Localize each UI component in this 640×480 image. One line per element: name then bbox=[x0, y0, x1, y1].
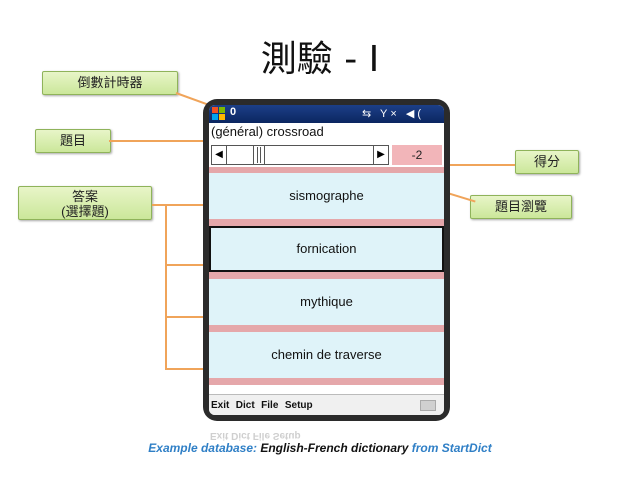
arrow-answer-trunk bbox=[165, 204, 167, 368]
separator bbox=[209, 325, 444, 332]
status-icons: ⇆ Y× ◀( bbox=[361, 108, 424, 120]
question-scrollbar[interactable]: ◀ ▶ bbox=[211, 145, 389, 165]
menu-reflection: Exit Dict File Setup bbox=[210, 430, 301, 441]
callout-answers: 答案 (選擇題) bbox=[18, 186, 152, 220]
menu-exit[interactable]: Exit bbox=[211, 400, 230, 411]
device-frame: 0 ⇆ Y× ◀( (général) crossroad ◀ ▶ -2 sis… bbox=[203, 99, 450, 421]
callout-timer: 倒數計時器 bbox=[42, 71, 178, 95]
menu-setup[interactable]: Setup bbox=[284, 400, 313, 411]
callout-score: 得分 bbox=[515, 150, 579, 174]
question-text: (général) crossroad bbox=[209, 123, 444, 141]
scroll-thumb[interactable] bbox=[253, 146, 265, 164]
callout-answers-line2: (選擇題) bbox=[61, 204, 109, 219]
menu-file[interactable]: File bbox=[261, 400, 279, 411]
answer-option-2[interactable]: fornication bbox=[209, 226, 444, 272]
slide-title: 測驗 - I bbox=[260, 39, 380, 80]
menu-dict[interactable]: Dict bbox=[235, 400, 255, 411]
question-navigation: ◀ ▶ -2 bbox=[209, 141, 444, 167]
device-screen: 0 ⇆ Y× ◀( (général) crossroad ◀ ▶ -2 sis… bbox=[209, 105, 444, 415]
arrow-answer-2 bbox=[165, 264, 210, 266]
caption-prefix: Example database: bbox=[148, 441, 261, 455]
countdown-timer: 0 bbox=[230, 106, 237, 118]
separator bbox=[209, 378, 444, 385]
scroll-right-arrow-icon[interactable]: ▶ bbox=[373, 146, 388, 164]
arrow-question bbox=[109, 140, 211, 142]
arrow-answer-4 bbox=[165, 368, 210, 370]
caption-main: English-French dictionary bbox=[260, 441, 409, 455]
separator bbox=[209, 167, 444, 174]
answer-option-1[interactable]: sismographe bbox=[209, 173, 444, 219]
answer-option-4[interactable]: chemin de traverse bbox=[209, 332, 444, 378]
callout-question: 題目 bbox=[35, 129, 111, 153]
keyboard-icon[interactable] bbox=[420, 400, 436, 411]
score-display: -2 bbox=[392, 145, 442, 165]
arrow-answer-3 bbox=[165, 316, 210, 318]
caption-suffix: from StartDict bbox=[408, 441, 492, 455]
separator bbox=[209, 219, 444, 226]
scroll-left-arrow-icon[interactable]: ◀ bbox=[212, 146, 227, 164]
callout-browse: 題目瀏覽 bbox=[470, 195, 572, 219]
arrow-score bbox=[448, 164, 515, 166]
callout-answers-line1: 答案 bbox=[71, 189, 98, 204]
arrow-answer-1 bbox=[152, 204, 210, 206]
slide-caption: Example database: English-French diction… bbox=[0, 441, 640, 455]
windows-start-icon[interactable] bbox=[212, 107, 226, 121]
menu-bar: Exit Dict File Setup bbox=[209, 394, 444, 415]
status-bar: 0 ⇆ Y× ◀( bbox=[209, 105, 444, 123]
separator bbox=[209, 272, 444, 279]
answer-option-3[interactable]: mythique bbox=[209, 279, 444, 325]
